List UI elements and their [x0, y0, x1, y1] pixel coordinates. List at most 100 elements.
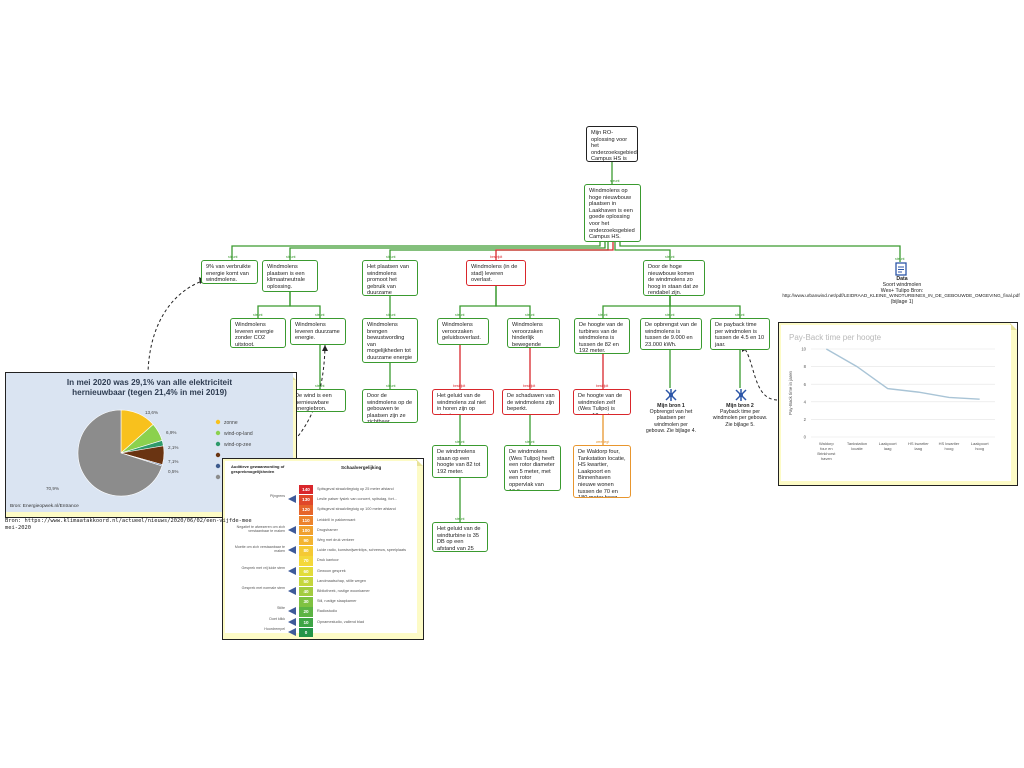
sound-level-note[interactable]: Auditieve gewaarwording of gesprekmogeli…	[222, 458, 424, 640]
db-level-description: Leslie patser fysiek van concert, spitsd…	[317, 497, 397, 502]
pie-slice-label: 6,9%	[166, 430, 176, 435]
tag-steunt: steunt	[386, 384, 396, 388]
node-root-claim[interactable]: Mijn RO-oplossing voor het onderzoeksgeb…	[586, 126, 638, 162]
db-level-description: Spitsgeval straalvliegtuig op 100 meter …	[317, 507, 396, 512]
db-level-bar: 80	[299, 546, 313, 556]
arrow-marker-icon	[288, 546, 296, 555]
node-pro-9-procent[interactable]: 9% van verbruikte energie komt van windm…	[201, 260, 258, 284]
node-con-geluid-straat[interactable]: Het geluid van de windmolens zal niet in…	[432, 389, 494, 415]
db-level-bar: 120	[299, 505, 313, 515]
pie-legend-swatch	[215, 441, 221, 447]
pie-chart-title-line-2: hernieuwbaar (tegen 21,4% in mei 2019)	[72, 388, 227, 397]
arrow-marker-icon	[288, 566, 296, 575]
db-level-bar: 20	[299, 607, 313, 617]
note-fold	[416, 459, 423, 466]
db-level-description: Luide radio, kunstsnijwerktips, schreeuw…	[317, 548, 407, 553]
pie-slice-label: 7,1%	[168, 459, 178, 464]
pie-legend-swatch	[215, 419, 221, 425]
node-pro-payback[interactable]: De payback time per windmolen is tussen …	[710, 318, 770, 350]
pie-chart-title-line-1: In mei 2020 was 29,1% van alle elektrici…	[66, 378, 233, 387]
sound-table-left-header: Auditieve gewaarwording of gesprekmogeli…	[231, 464, 285, 474]
node-pro-bewustwording[interactable]: Windmolens brengen bewustwording van mog…	[362, 318, 418, 363]
node-pro-schaduwen[interactable]: Windmolens veroorzaken hinderlijk bewege…	[507, 318, 560, 348]
arrow-marker-icon	[288, 607, 296, 616]
db-level-bar: 110	[299, 515, 313, 525]
pie-legend-label: wind-op-land	[224, 431, 253, 437]
arrow-marker-icon	[288, 627, 296, 636]
y-tick-label: 8	[804, 364, 807, 369]
db-level-description: Radiostudio	[317, 609, 338, 614]
pie-source-url-line-2[interactable]: mei-2020	[5, 525, 31, 531]
node-con-overlast[interactable]: Windmolens (in de stad) leveren overlast…	[466, 260, 526, 286]
tag-steunt: steunt	[525, 440, 535, 444]
node-rebuttal-gebouwen[interactable]: De Waldorp four, Tankstation locatie, HS…	[573, 445, 631, 498]
pie-slice-label: 70,9%	[46, 486, 59, 491]
node-pro-duurzame-energie[interactable]: Windmolens leveren duurzame energie.	[290, 318, 346, 345]
node-pro-hoge-nieuwbouw[interactable]: Door de hoge nieuwbouw komen de windmole…	[643, 260, 705, 296]
y-tick-label: 10	[801, 347, 806, 352]
pie-slice-label: 13,6%	[145, 410, 158, 415]
db-level-description: Drugshamer	[317, 527, 338, 532]
tag-steunt: steunt	[315, 313, 325, 317]
hearing-perception-label: Gesprek met vrij luide stem	[241, 565, 285, 570]
db-level-bar: 50	[299, 576, 313, 587]
node-pro-geluidsoverlast[interactable]: Windmolens veroorzaken geluidsoverlast.	[437, 318, 489, 345]
arrow-marker-icon	[288, 525, 296, 534]
source-2-caption: Payback time per windmolen per gebouw. Z…	[712, 409, 768, 428]
db-level-bar: 100	[299, 525, 313, 536]
db-level-bar: 140	[299, 485, 313, 495]
data-link[interactable]: http://www.urbanwind.net/pdf/LEIDRAAD_KL…	[782, 293, 1020, 298]
node-main-claim[interactable]: Windmolens op hoge nieuwbouw plaatsen in…	[584, 184, 641, 242]
tag-bestrijdt: bestrijdt	[523, 384, 536, 388]
tag-steunt: steunt	[455, 440, 465, 444]
tag-weerlegt: weerlegt	[596, 440, 610, 444]
pie-source-url-line-1[interactable]: Bron: https://www.klimaatakkoord.nl/actu…	[5, 518, 252, 524]
document-icon[interactable]	[895, 262, 907, 276]
pie-slice-label: 2,1%	[168, 445, 178, 450]
payback-line-chart: Pay-Back time per hoogte0246810Pay-Back …	[788, 333, 995, 461]
node-pro-hoogte-turbines[interactable]: De hoogte van de turbines van de windmol…	[574, 318, 630, 354]
tag-steunt: steunt	[315, 384, 325, 388]
pie-legend-swatch	[215, 474, 221, 480]
hearing-perception-label: Negatief te afwezeren om zich verstaanba…	[236, 524, 285, 533]
db-level-description: Bibliotheek, rustige woonkamer	[317, 589, 370, 593]
node-pro-hoogte-82-192[interactable]: De windmolens staan op een hoogte van 82…	[432, 445, 488, 478]
node-pro-zichtbaar[interactable]: Door de windmolens op de gebouwen te pla…	[362, 389, 418, 423]
pie-legend-label: zonne	[224, 420, 238, 426]
tag-bestrijdt: bestrijdt	[453, 384, 466, 388]
db-level-bar: 90	[299, 536, 313, 546]
node-pro-co2[interactable]: Windmolens leveren energie zonder CO2 ui…	[230, 318, 286, 348]
node-pro-wind-hernieuwbaar[interactable]: De wind is een hernieuwbare energiebron.	[290, 389, 346, 412]
arrow-marker-icon	[288, 617, 296, 626]
node-con-schaduw-beperkt[interactable]: De schaduwen van de windmolens zijn bepe…	[502, 389, 560, 415]
source-icon[interactable]	[734, 388, 748, 402]
tag-steunt: steunt	[455, 517, 465, 521]
tag-steunt: steunt	[665, 255, 675, 259]
node-pro-klimaatneutraal[interactable]: Windmolens plaatsen is een klimaatneutra…	[262, 260, 318, 292]
tag-steunt: steunt	[455, 313, 465, 317]
node-pro-opbrengst[interactable]: De opbrengst van de windmolens is tussen…	[640, 318, 702, 350]
db-level-description: Stil, rustige slaapkamer	[317, 599, 357, 604]
hearing-perception-label: Hoordrempel	[264, 626, 285, 631]
pie-chart: 13,6%6,9%2,1%7,1%0,5%70,9%zonnewind-op-l…	[46, 409, 253, 497]
db-level-bar: 30	[299, 597, 313, 607]
node-pro-plaatsen[interactable]: Het plaatsen van windmolens promoot het …	[362, 260, 418, 296]
tag-bestrijdt: bestrijdt	[490, 255, 503, 259]
y-axis-label: Pay-Back time in jaren	[788, 370, 793, 414]
node-pro-geluid-35db[interactable]: Het geluid van de windturbine is 35 DB o…	[432, 522, 488, 552]
db-level-description: Leiddrill in pakkenwant	[317, 517, 356, 522]
y-tick-label: 0	[804, 435, 807, 440]
db-level-description: Weg met druk verkeer	[317, 538, 355, 542]
hearing-perception-label: Gesprek met normale stem	[241, 586, 285, 590]
y-tick-label: 2	[804, 417, 807, 422]
db-level-description: Landmaatschap, stille wegen	[317, 578, 366, 583]
source-icon[interactable]	[664, 388, 678, 402]
pie-chart-source: Bron: Energieopwek.nl/Entrance	[10, 504, 79, 509]
node-con-hoogte-12m[interactable]: De hoogte van de windmolen zelf (Wes Tul…	[573, 389, 631, 415]
node-pro-rotor-diameter[interactable]: De windmolens (Wes Tulipo) heeft een rot…	[504, 445, 561, 491]
note-fold	[1010, 323, 1017, 330]
